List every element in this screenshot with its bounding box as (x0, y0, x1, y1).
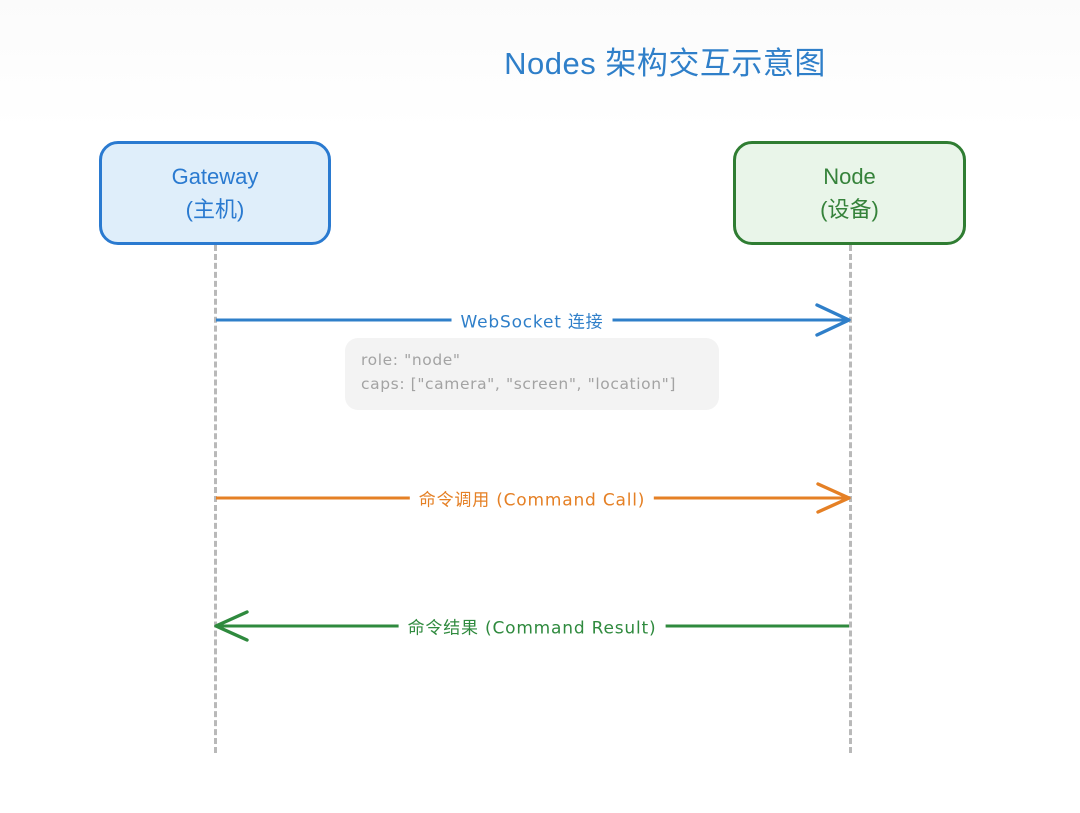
message-label-command-result: 命令结果 (Command Result) (398, 613, 666, 639)
note-handshake-payload: role: "node" caps: ["camera", "screen", … (345, 338, 719, 410)
participant-node-subtitle: (设备) (820, 197, 879, 222)
participant-node-name: Node (823, 164, 876, 189)
page-title: Nodes 架构交互示意图 (0, 42, 1080, 86)
arrowhead-right-orange (816, 482, 851, 514)
message-label-command-call: 命令调用 (Command Call) (409, 485, 655, 511)
message-label-websocket-connect: WebSocket 连接 (451, 307, 613, 333)
participant-gateway-subtitle: (主机) (185, 197, 245, 222)
note-line-role: role: "node" (361, 351, 461, 369)
note-line-caps: caps: ["camera", "screen", "location"] (361, 375, 677, 393)
arrowhead-right-blue (815, 303, 851, 337)
lifeline-node (849, 245, 852, 753)
participant-gateway[interactable]: Gateway (主机) (99, 141, 331, 245)
arrowhead-left-green (214, 610, 249, 642)
participant-node[interactable]: Node (设备) (733, 141, 966, 245)
page-title-text: Nodes 架构交互示意图 (504, 46, 826, 81)
participant-gateway-name: Gateway (171, 164, 259, 189)
lifeline-gateway (214, 245, 217, 753)
